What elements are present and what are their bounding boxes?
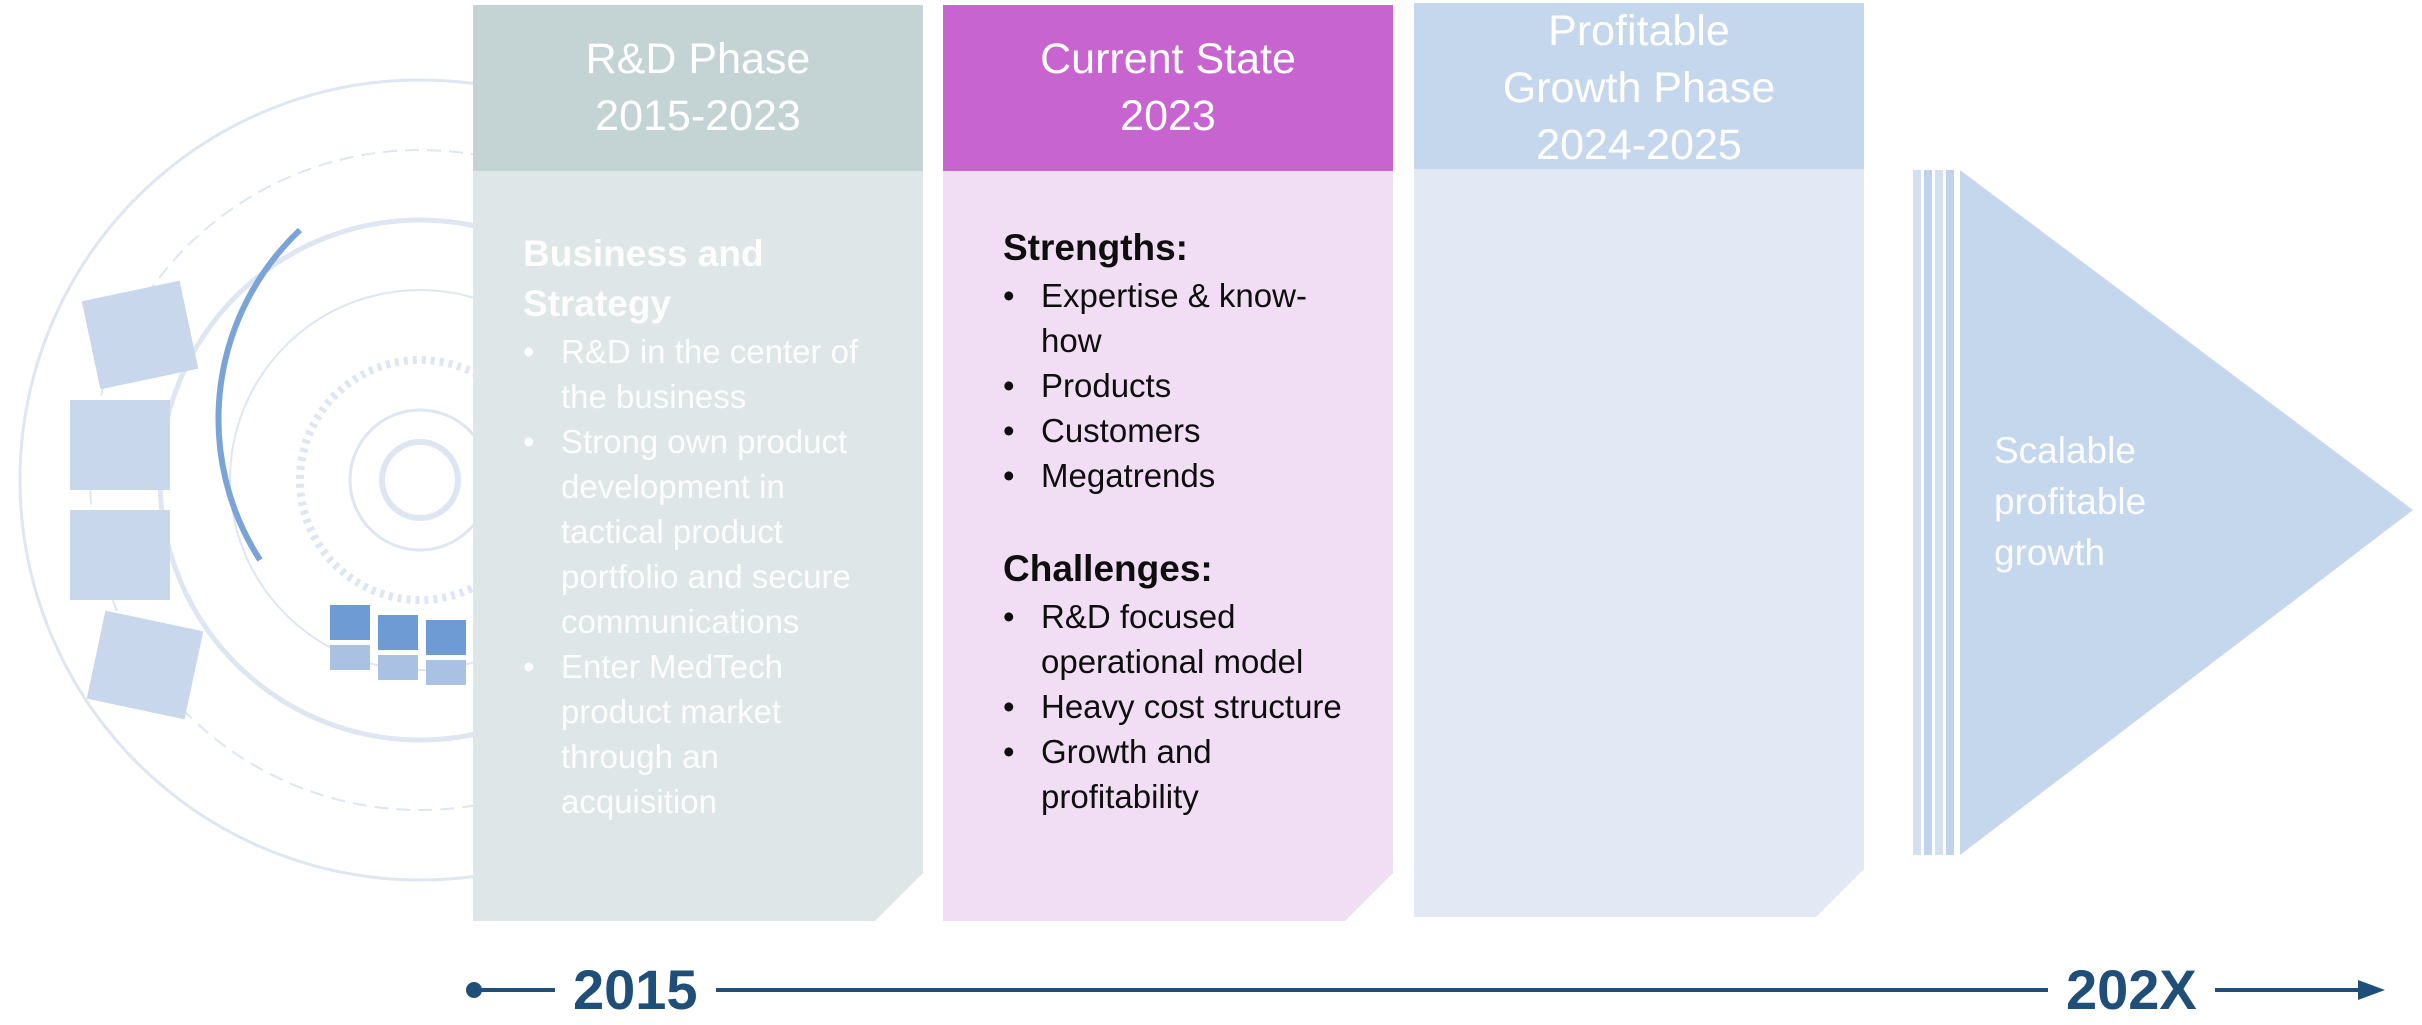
- list-item: Products: [1003, 363, 1353, 408]
- list-item: Heavy cost structure: [1003, 684, 1353, 729]
- phase-growth-panel: Profitable Growth Phase 2024-2025: [1414, 3, 1864, 919]
- tech-circle-graphic: [18, 78, 600, 882]
- phase-rnd-years: 2015-2023: [595, 92, 801, 140]
- phase-growth-header: Profitable Growth Phase 2024-2025: [1414, 3, 1864, 169]
- growth-arrow-shape: [1913, 170, 2413, 855]
- phase-rnd-header: R&D Phase 2015-2023: [473, 5, 923, 171]
- business-strategy-list: R&D in the center of the business Strong…: [523, 329, 883, 824]
- phase-current-panel: Current State 2023 Strengths: Expertise …: [943, 5, 1393, 921]
- list-item: Growth and profitability: [1003, 729, 1353, 819]
- strengths-list: Expertise & know-how Products Customers …: [1003, 273, 1353, 498]
- business-strategy-heading: Business and Strategy: [523, 233, 764, 324]
- list-item: Customers: [1003, 408, 1353, 453]
- phase-rnd-panel: R&D Phase 2015-2023 Business and Strateg…: [473, 5, 923, 921]
- phase-current-header: Current State 2023: [943, 5, 1393, 171]
- list-item: Megatrends: [1003, 453, 1353, 498]
- list-item: R&D focused operational model: [1003, 594, 1353, 684]
- phase-rnd-title: R&D Phase: [585, 35, 811, 83]
- phase-growth-years: 2024-2025: [1536, 121, 1742, 169]
- phase-current-body: Strengths: Expertise & know-how Products…: [943, 171, 1393, 921]
- phase-current-title: Current State: [1040, 35, 1296, 83]
- phase-growth-title-line2: Growth Phase: [1502, 64, 1776, 112]
- scalable-growth-label: Scalable profitable growth: [1994, 430, 2147, 573]
- phase-rnd-body: Business and Strategy R&D in the center …: [473, 171, 923, 921]
- timeline-start-label: 2015: [555, 955, 716, 1025]
- list-item: R&D in the center of the business: [523, 329, 883, 419]
- list-item: Enter MedTech product market through an …: [523, 644, 883, 824]
- challenges-heading: Challenges:: [1003, 548, 1213, 589]
- phase-current-year: 2023: [1120, 92, 1216, 140]
- challenges-list: R&D focused operational model Heavy cost…: [1003, 594, 1353, 819]
- phase-growth-body: [1414, 169, 1864, 917]
- timeline-line: [466, 980, 2385, 1000]
- phase-growth-title-line1: Profitable: [1548, 7, 1730, 55]
- strengths-heading: Strengths:: [1003, 227, 1188, 268]
- list-item: Strong own product development in tactic…: [523, 419, 883, 644]
- timeline-end-label: 202X: [2048, 955, 2215, 1025]
- list-item: Expertise & know-how: [1003, 273, 1353, 363]
